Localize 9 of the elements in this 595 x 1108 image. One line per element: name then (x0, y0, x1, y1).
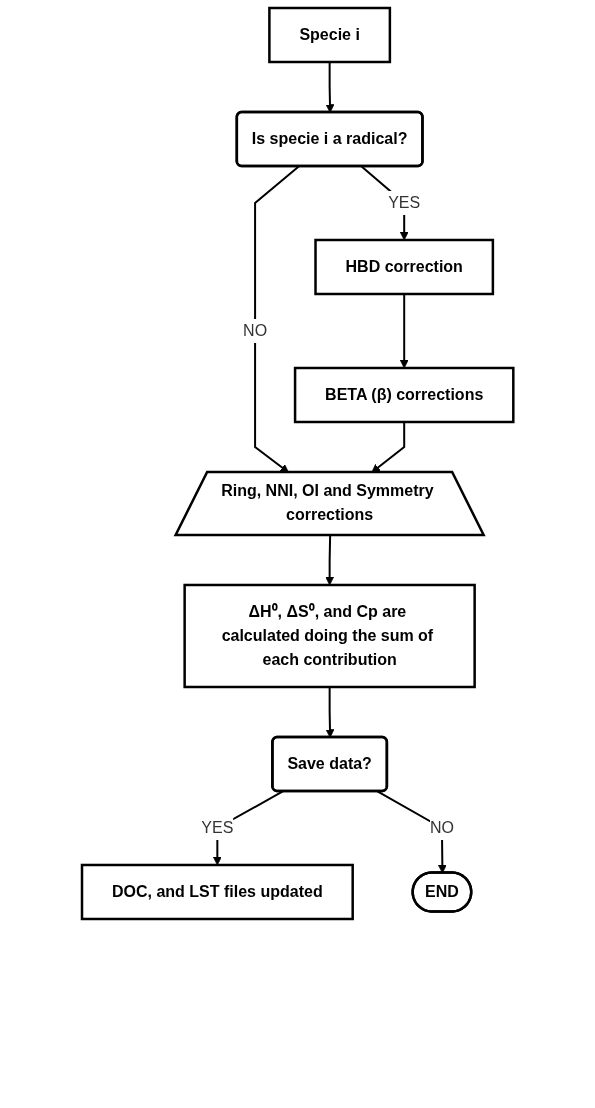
edge-label: YES (201, 818, 234, 836)
node-box: ΔH⁰, ΔS⁰, and Cp are calculated doing the sum of each contribution (183, 583, 476, 689)
node-box: Specie i (268, 6, 391, 64)
edge-label: NO (429, 818, 454, 836)
edge-label: YES (388, 194, 421, 211)
edge-label: NO (242, 321, 267, 339)
node-box: DOC, and LST files updated (80, 863, 354, 921)
node-box: BETA (β) corrections (293, 366, 515, 424)
node-box: HBD correction (314, 238, 494, 296)
